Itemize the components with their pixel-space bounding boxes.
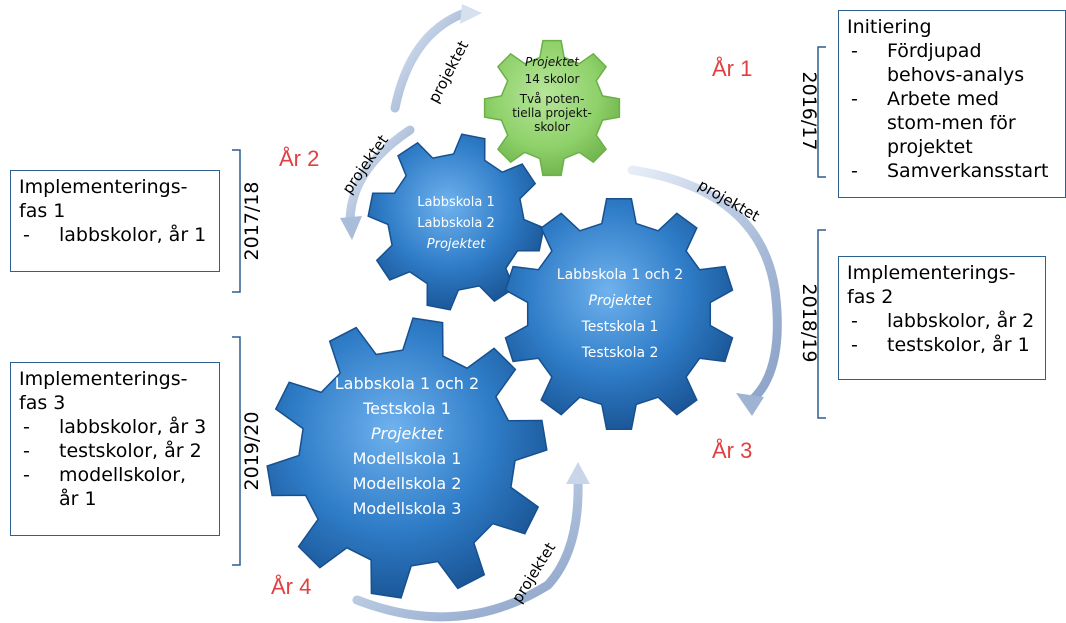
box-fas1: Implementerings- fas 1 labbskolor, år 1 [10, 170, 220, 272]
bracket-2017 [232, 149, 241, 293]
gear1-line1: Projektet [525, 55, 579, 69]
gear-year4 [266, 317, 548, 599]
gear1-line4: tiella projekt- [512, 106, 592, 120]
arrow-top [390, 4, 482, 113]
list-item: testskolor, år 2 [19, 439, 211, 463]
list-item: labbskolor, år 3 [19, 415, 211, 439]
gear3-line1: Labbskola 1 och 2 [556, 267, 684, 283]
gear-year4-text: Labbskola 1 och 2 Testskola 1 Projektet … [320, 371, 494, 521]
box-fas1-title2: fas 1 [19, 200, 66, 222]
box-initiering: Initiering Fördjupad behovs-analys Arbet… [838, 10, 1066, 198]
arrow-label-top: projektet [425, 38, 473, 106]
year-label-1: År 1 [712, 56, 753, 81]
box-fas1-list: labbskolor, år 1 [19, 223, 211, 247]
gear-year3-text: Labbskola 1 och 2 Projektet Testskola 1 … [545, 262, 695, 366]
box-fas3-list: labbskolor, år 3 testskolor, år 2 modell… [19, 415, 211, 511]
arrow-label-left: projektet [339, 131, 393, 197]
gear4-line6: Modellskola 3 [352, 499, 462, 518]
brackets [232, 46, 826, 566]
bracket-2016 [817, 46, 826, 178]
gear-b4-shape [266, 317, 548, 599]
list-item: Samverkansstart [847, 159, 1057, 183]
gear-year3 [504, 197, 734, 431]
box-initiering-title: Initiering [847, 16, 932, 38]
list-item: Fördjupad behovs-analys [847, 39, 1057, 87]
gear-year1 [483, 39, 621, 177]
gear3-line3: Testskola 1 [581, 319, 659, 335]
gear1-line5: skolor [534, 120, 570, 134]
year-label-2: År 2 [279, 146, 320, 171]
gear-b3-shape [504, 197, 734, 431]
box-fas2: Implementerings- fas 2 labbskolor, år 2 … [838, 256, 1046, 380]
gear4-line4: Modellskola 1 [352, 449, 462, 468]
period-2017-18: 2017/18 [241, 181, 263, 261]
bracket-2018 [817, 229, 826, 419]
gear3-line2: Projektet [588, 293, 652, 309]
list-item: testskolor, år 1 [847, 333, 1037, 357]
box-fas2-title2: fas 2 [847, 286, 894, 308]
gear-year2-text: Labbskola 1 Labbskola 2 Projektet [396, 192, 516, 255]
period-2016-17: 2016/17 [798, 71, 820, 151]
gear1-line2: 14 skolor [524, 72, 580, 86]
gear4-line1: Labbskola 1 och 2 [334, 374, 480, 393]
gear4-line3: Projektet [371, 424, 443, 443]
period-2019-20: 2019/20 [241, 411, 263, 491]
year-label-4: År 4 [271, 574, 312, 599]
period-2018-19: 2018/19 [798, 283, 820, 363]
gear3-line4: Testskola 2 [581, 345, 659, 361]
box-fas3-title1: Implementerings- [19, 368, 188, 390]
list-item: modellskolor, år 1 [19, 463, 211, 511]
box-fas2-title1: Implementerings- [847, 262, 1016, 284]
box-fas3: Implementerings- fas 3 labbskolor, år 3 … [10, 362, 220, 536]
arrow-bottom [352, 462, 590, 622]
arrow-label-right: projektet [695, 176, 763, 225]
gear2-line1: Labbskola 1 [417, 195, 495, 210]
gear4-line2: Testskola 1 [363, 399, 451, 418]
list-item: labbskolor, år 1 [19, 223, 211, 247]
year-label-3: År 3 [712, 438, 753, 463]
box-fas3-title2: fas 3 [19, 392, 66, 414]
gear1-line3: Två poten- [519, 92, 585, 106]
gear2-line3: Projektet [426, 237, 486, 252]
box-initiering-list: Fördjupad behovs-analys Arbete med stom-… [847, 39, 1057, 183]
list-item: labbskolor, år 2 [847, 309, 1037, 333]
gear-year1-text: Projektet 14 skolor Två poten- tiella pr… [497, 54, 607, 134]
arrow-left [340, 125, 415, 240]
arrow-right [627, 165, 782, 416]
bracket-2019 [232, 336, 241, 566]
box-fas2-list: labbskolor, år 2 testskolor, år 1 [847, 309, 1037, 357]
gear-year2 [367, 133, 545, 311]
gear4-line5: Modellskola 2 [352, 474, 462, 493]
list-item: Arbete med stom-men för projektet [847, 87, 1057, 159]
gear2-line2: Labbskola 2 [417, 216, 495, 231]
gear-green-shape [483, 39, 621, 177]
box-fas1-title1: Implementerings- [19, 176, 188, 198]
gear-b2-shape [367, 133, 545, 311]
